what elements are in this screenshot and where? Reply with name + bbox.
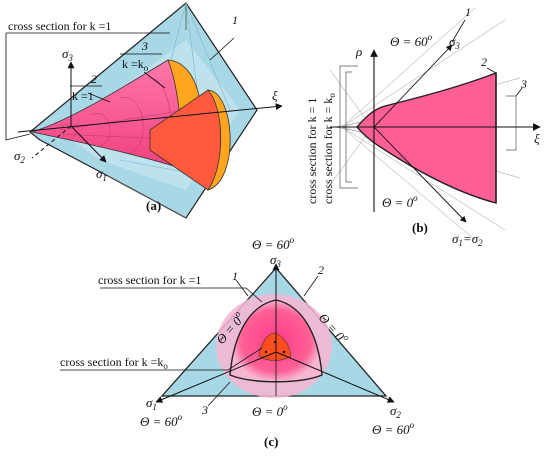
sigma1-axis [70,125,107,163]
label-curve-1-c: 1 [232,269,238,283]
label-cross-section-k1: cross section for k =1 [8,19,111,33]
label-theta0-b: Θ = 0o [382,193,418,210]
leader-3 [143,71,166,89]
leader-c3 [207,381,231,407]
label-sigma3-a: σ3 [62,46,73,63]
label-curve-3: 3 [141,39,148,53]
label-cross-kk-c: cross section for k =ko [60,355,168,371]
leader-b3 [515,87,523,97]
label-theta-left: Θ = 60o [140,412,183,429]
label-sigma12-b: σ1=σ2 [452,231,483,248]
label-xi-b: ξ [534,131,540,146]
label-theta-top: Θ = 60o [252,235,295,252]
hydrostatic-axis [17,103,283,133]
panel-a: cross section for k =1 1 3 k =ko 2 k =1 … [5,2,283,219]
label-cross-k1-c: cross section for k =1 [98,273,201,287]
caption-b: (b) [412,220,428,235]
sigma12-axis-b [373,126,467,223]
label-curve-3-b: 3 [520,77,527,91]
label-curve-1: 1 [232,13,238,27]
panel-b: ρ Θ = 60o σ3 1 2 3 ξ cross section for k… [305,5,541,248]
label-curve-2-c: 2 [318,263,324,277]
label-k-ko: k =ko [122,57,149,73]
leader-2 [87,92,111,103]
label-rho: ρ [355,44,362,59]
label-curve-1-b: 1 [465,5,471,19]
label-cross-kk-b: cross section for k = ko [321,93,337,204]
caption-c: (c) [264,434,278,449]
label-k-1: k =1 [72,89,94,103]
caption-a: (a) [146,198,161,213]
label-xi-a: ξ [272,88,278,103]
prism-edge-lower [107,175,187,219]
label-curve-2: 2 [91,72,97,86]
leader-b1 [451,19,466,43]
cone-cap-kko [207,89,231,191]
sigma3-axis-b [373,44,453,128]
center-dot-3 [282,350,286,354]
label-sigma2-a: σ2 [14,148,25,165]
label-theta-bottom: Θ = 0o [252,402,288,419]
label-sigma1-c: σ1 [146,395,157,412]
label-sigma3-c: σ3 [270,252,281,269]
bracket-right [506,95,517,151]
panel-c: Θ = 60o σ3 1 2 cross section for k =1 cr… [60,235,415,449]
sigma1-axis-c [155,351,277,403]
label-sigma1-a: σ1 [96,166,107,183]
leader-1 [209,37,235,61]
label-curve-3-c: 3 [201,403,208,417]
label-theta60-b: Θ = 60o [390,32,433,49]
leader-c-k1 [100,287,263,303]
meridian-region [356,71,497,204]
label-theta-right: Θ = 60o [372,420,415,437]
sigma2-axis [31,125,72,159]
label-sigma2-c: σ2 [390,403,401,420]
leader-cross-k1-drop [5,33,31,141]
leader-c2 [303,275,319,297]
sigma2-axis-c [275,351,395,403]
label-curve-2-b: 2 [481,55,487,69]
center-dot-2 [264,350,268,354]
cross-section-kko [258,332,292,361]
leader-c1 [235,279,249,297]
label-cross-k1-b: cross section for k = 1 [305,98,319,204]
leader-c-kko [60,347,263,371]
leader-b2 [486,67,497,74]
label-sigma3-b: σ3 [449,34,460,51]
